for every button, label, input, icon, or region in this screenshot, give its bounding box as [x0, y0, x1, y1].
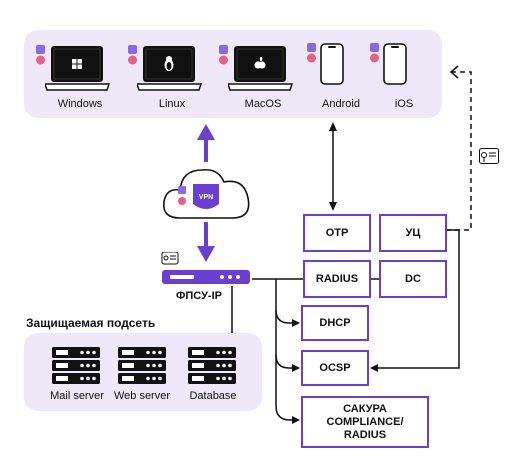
vpn-link-arrow — [197, 124, 215, 262]
device-ios-phone — [370, 42, 417, 97]
server-label-mail: Mail server — [50, 390, 104, 402]
security-badges-icon — [370, 43, 379, 63]
security-badges-icon — [307, 43, 316, 63]
uc-box: УЦ — [379, 214, 447, 252]
device-label-android: Android — [322, 98, 360, 110]
apple-logo-icon — [389, 59, 401, 71]
radius-box: RADIUS — [303, 260, 371, 298]
phone-icon — [383, 43, 407, 85]
device-macos-laptop — [219, 44, 298, 99]
protected-subnet-panel — [24, 333, 262, 411]
device-windows-laptop — [36, 44, 115, 99]
server-rack-icon — [52, 347, 100, 390]
laptop-icon — [43, 46, 111, 91]
server-label-web: Web server — [113, 390, 171, 402]
services-tree-lines — [275, 279, 296, 421]
apple-logo-icon — [254, 57, 266, 69]
gateway-device-icon — [161, 252, 250, 284]
phone-icon — [320, 43, 344, 85]
dc-box: DC — [379, 260, 447, 298]
dhcp-box: DHCP — [301, 305, 369, 341]
otp-box: OTP — [303, 214, 371, 252]
server-label-database: Database — [189, 390, 237, 402]
security-badges-icon — [128, 45, 137, 65]
sakura-compliance-radius-box: САКУРА COMPLIANCE/ RADIUS — [301, 396, 429, 448]
gateway-label: ФПСУ-IP — [176, 290, 222, 302]
vpn-cloud-icon: VPN — [163, 168, 250, 219]
device-label-windows: Windows — [57, 98, 103, 110]
device-android-phone — [307, 42, 354, 97]
devices-otp-arrow — [329, 122, 337, 211]
linux-penguin-icon — [164, 56, 174, 71]
security-badges-icon — [219, 45, 228, 65]
uc-ocsp-line — [375, 229, 460, 369]
device-linux-laptop — [128, 44, 207, 99]
protected-subnet-title: Защищаемая подсеть — [26, 316, 156, 330]
certificate-card-icon — [479, 148, 499, 164]
windows-logo-icon — [72, 59, 82, 69]
ocsp-box: OCSP — [301, 350, 369, 386]
device-label-macos: MacOS — [244, 98, 282, 110]
security-badges-icon — [36, 45, 45, 65]
device-label-linux: Linux — [158, 98, 186, 110]
certificate-dashed-line — [446, 65, 472, 231]
device-label-ios: iOS — [394, 98, 414, 110]
android-logo-icon — [328, 61, 336, 72]
server-rack-icon — [188, 347, 236, 390]
laptop-icon — [226, 46, 294, 91]
laptop-icon — [135, 46, 203, 91]
server-rack-icon — [118, 347, 166, 390]
vpn-badge-text: VPN — [199, 194, 213, 201]
